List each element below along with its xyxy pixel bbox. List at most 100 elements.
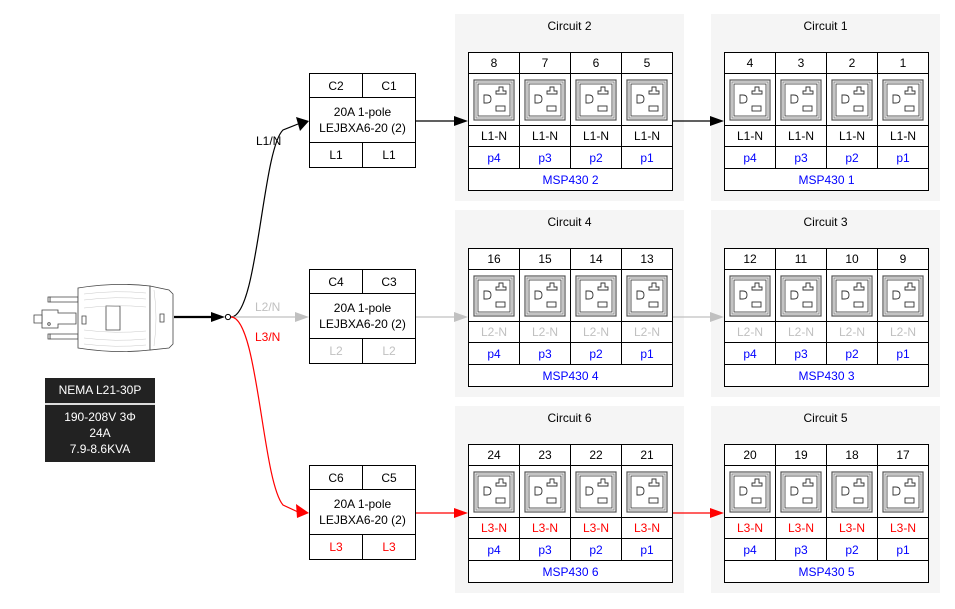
breaker-circuit-id: C4 bbox=[309, 269, 363, 294]
circuit-title: Circuit 1 bbox=[803, 19, 848, 33]
breaker-circuit-id: C2 bbox=[309, 73, 363, 98]
breaker-model: LEJBXA6-20 (2) bbox=[319, 513, 406, 527]
nema-5-20r-outlet-icon bbox=[882, 78, 924, 121]
outlet-receptacle[interactable] bbox=[468, 465, 520, 518]
nema-5-20r-outlet-icon bbox=[882, 274, 924, 317]
breaker-phase: L1 bbox=[309, 142, 363, 168]
plug-specs: 190-208V 3Φ 24A 7.9-8.6KVA bbox=[45, 405, 155, 462]
nema-5-20r-outlet-icon bbox=[780, 470, 822, 513]
plug-current: 24A bbox=[89, 426, 111, 440]
outlet-number: 24 bbox=[468, 444, 520, 466]
breaker-circuit-id: C6 bbox=[309, 465, 363, 490]
outlet-receptacle[interactable] bbox=[519, 269, 571, 322]
edge-l3 bbox=[230, 316, 299, 513]
breaker-model: LEJBXA6-20 (2) bbox=[319, 317, 406, 331]
nema-5-20r-outlet-icon bbox=[780, 78, 822, 121]
outlet-receptacle[interactable] bbox=[519, 465, 571, 518]
outlet-line: L3-N bbox=[468, 517, 520, 539]
outlet-receptacle[interactable] bbox=[775, 73, 827, 126]
outlet-number: 7 bbox=[519, 52, 571, 74]
outlet-number: 2 bbox=[826, 52, 878, 74]
plug-power: 7.9-8.6KVA bbox=[69, 442, 131, 456]
mcu-label: MSP430 2 bbox=[468, 168, 673, 191]
circuit-title: Circuit 4 bbox=[547, 215, 592, 229]
outlet-port: p4 bbox=[724, 538, 776, 561]
outlet-receptacle[interactable] bbox=[621, 269, 673, 322]
nema-5-20r-outlet-icon bbox=[473, 274, 515, 317]
nema-5-20r-outlet-icon bbox=[780, 274, 822, 317]
outlet-port: p1 bbox=[621, 146, 673, 169]
nema-5-20r-outlet-icon bbox=[524, 274, 566, 317]
outlet-receptacle[interactable] bbox=[570, 269, 622, 322]
nema-5-20r-outlet-icon bbox=[626, 470, 668, 513]
outlet-receptacle[interactable] bbox=[468, 269, 520, 322]
outlet-number: 9 bbox=[877, 248, 929, 270]
outlet-line: L2-N bbox=[775, 321, 827, 343]
nema-5-20r-outlet-icon bbox=[473, 78, 515, 121]
outlet-port: p1 bbox=[877, 538, 929, 561]
breaker-circuit-id: C1 bbox=[362, 73, 416, 98]
outlet-receptacle[interactable] bbox=[724, 73, 776, 126]
outlet-receptacle[interactable] bbox=[826, 465, 878, 518]
outlet-receptacle[interactable] bbox=[570, 465, 622, 518]
outlet-number: 15 bbox=[519, 248, 571, 270]
nema-5-20r-outlet-icon bbox=[473, 470, 515, 513]
mcu-label: MSP430 6 bbox=[468, 560, 673, 583]
outlet-line: L2-N bbox=[877, 321, 929, 343]
breaker-model: LEJBXA6-20 (2) bbox=[319, 121, 406, 135]
outlet-receptacle[interactable] bbox=[826, 269, 878, 322]
outlet-receptacle[interactable] bbox=[621, 465, 673, 518]
outlet-receptacle[interactable] bbox=[877, 269, 929, 322]
outlet-port: p2 bbox=[570, 146, 622, 169]
outlet-receptacle[interactable] bbox=[468, 73, 520, 126]
nema-5-20r-outlet-icon bbox=[831, 274, 873, 317]
outlet-line: L2-N bbox=[570, 321, 622, 343]
breaker-phase: L3 bbox=[362, 534, 416, 560]
nema-5-20r-outlet-icon bbox=[831, 78, 873, 121]
outlet-number: 17 bbox=[877, 444, 929, 466]
outlet-port: p3 bbox=[519, 342, 571, 365]
outlet-number: 14 bbox=[570, 248, 622, 270]
outlet-line: L1-N bbox=[468, 125, 520, 147]
outlet-receptacle[interactable] bbox=[775, 269, 827, 322]
edge-label-l2: L2/N bbox=[255, 300, 281, 314]
nema-5-20r-outlet-icon bbox=[729, 274, 771, 317]
plug-name: NEMA L21-30P bbox=[45, 378, 155, 405]
outlet-receptacle[interactable] bbox=[775, 465, 827, 518]
outlet-receptacle[interactable] bbox=[724, 465, 776, 518]
circuit-title: Circuit 2 bbox=[547, 19, 592, 33]
outlet-line: L1-N bbox=[724, 125, 776, 147]
outlet-number: 4 bbox=[724, 52, 776, 74]
outlet-number: 13 bbox=[621, 248, 673, 270]
breaker-phase: L2 bbox=[362, 338, 416, 364]
outlet-receptacle[interactable] bbox=[877, 465, 929, 518]
outlet-line: L3-N bbox=[519, 517, 571, 539]
circuit-title: Circuit 5 bbox=[803, 411, 848, 425]
nema-5-20r-outlet-icon bbox=[882, 470, 924, 513]
outlet-line: L1-N bbox=[570, 125, 622, 147]
outlet-receptacle[interactable] bbox=[877, 73, 929, 126]
outlet-receptacle[interactable] bbox=[621, 73, 673, 126]
outlet-port: p4 bbox=[468, 538, 520, 561]
outlet-receptacle[interactable] bbox=[519, 73, 571, 126]
nema-5-20r-outlet-icon bbox=[626, 78, 668, 121]
breaker-circuit-id: C3 bbox=[362, 269, 416, 294]
outlet-number: 8 bbox=[468, 52, 520, 74]
outlet-receptacle[interactable] bbox=[724, 269, 776, 322]
outlet-number: 19 bbox=[775, 444, 827, 466]
circuit-title: Circuit 3 bbox=[803, 215, 848, 229]
breaker-phase: L3 bbox=[309, 534, 363, 560]
outlet-receptacle[interactable] bbox=[570, 73, 622, 126]
outlet-number: 10 bbox=[826, 248, 878, 270]
nema-5-20r-outlet-icon bbox=[575, 470, 617, 513]
outlet-receptacle[interactable] bbox=[826, 73, 878, 126]
